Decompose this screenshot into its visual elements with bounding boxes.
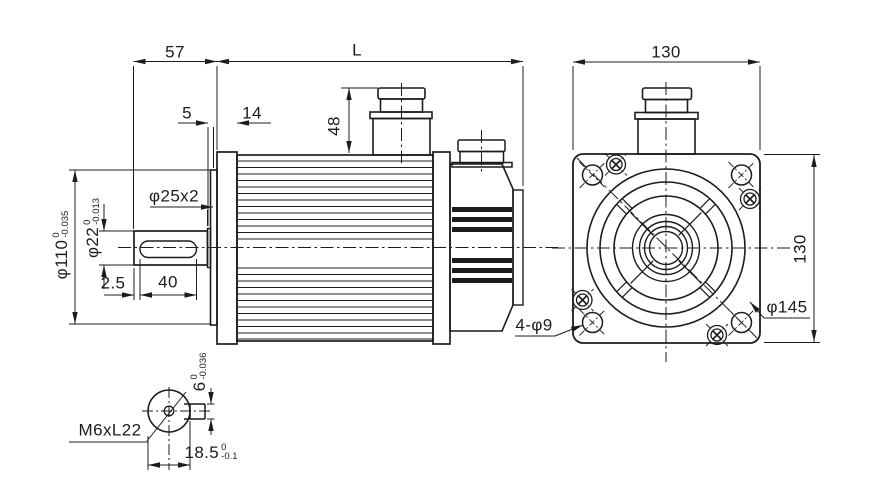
shaft-end-detail (142, 387, 213, 470)
side-view-dimensions (69, 58, 524, 325)
shaft-detail-dimensions (69, 388, 215, 470)
centerlines (118, 83, 558, 248)
radial-webs (616, 198, 716, 298)
dim-label-collar: φ25x2 (149, 186, 199, 206)
dim-label-mount-holes: 4-φ9 (515, 315, 553, 335)
dim-label-connector-height: 48 (324, 116, 344, 136)
dim-label-key-offset: 2.5 (100, 273, 126, 293)
dim-label-bolt-circle: φ145 (766, 297, 808, 317)
dim-label-flange-thickness: 14 (242, 103, 262, 123)
front-view-dimensions (515, 59, 820, 343)
dim-label-flange-height: 130 (790, 234, 810, 264)
mounting-holes (581, 164, 753, 334)
assembly-screws (572, 154, 761, 346)
front-centerlines (552, 82, 800, 362)
front-view (552, 82, 800, 362)
dim-label-boss-offset: 5 (182, 103, 192, 123)
side-view (118, 83, 558, 345)
dim-label-flange-width: 130 (651, 42, 681, 62)
dim-label-body-length: L (352, 40, 362, 60)
vent-slots (452, 207, 512, 283)
dim-label-shaft-overhang: 57 (165, 42, 185, 62)
dim-label-key-length: 40 (158, 272, 178, 292)
dim-label-tapped-hole: M6xL22 (78, 420, 142, 440)
